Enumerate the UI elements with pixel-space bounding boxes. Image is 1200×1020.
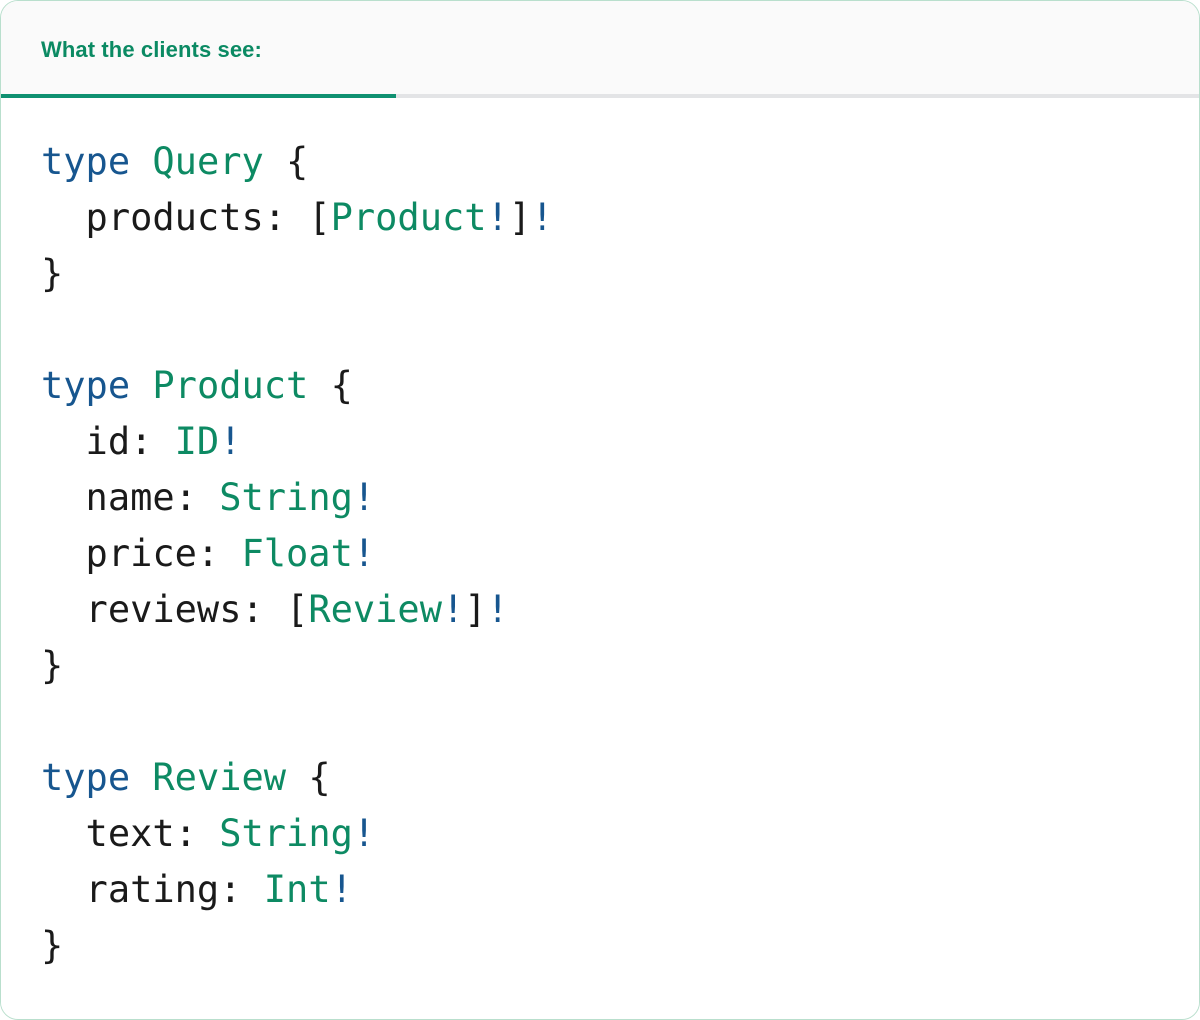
code-token: ! [486,196,509,239]
code-token: id: [41,420,175,463]
code-token: products: [ [41,196,331,239]
code-token: type [41,756,131,799]
code-token: type [41,140,131,183]
code-token: { [308,364,353,407]
code-token: reviews: [ [41,588,309,631]
code-token: ! [486,588,509,631]
code-token: ! [352,812,376,855]
code-token: Product [152,364,309,407]
code-token [130,140,152,183]
code-token: Product [330,196,487,239]
code-token: ] [464,588,487,631]
tab-strip: What the clients see: [1,1,1199,98]
code-token: { [286,756,331,799]
code-token: ] [508,196,532,239]
graphql-schema-code: type Query { products: [Product!]! } typ… [41,134,1159,974]
code-token [130,756,152,799]
code-token: ! [441,588,465,631]
code-token: { [263,140,309,183]
code-panel: type Query { products: [Product!]! } typ… [1,98,1199,1017]
code-token: ID [174,420,220,463]
tab-what-the-clients-see[interactable]: What the clients see: [1,1,396,98]
code-token: } [41,644,64,687]
code-token: price: [41,532,242,575]
code-token [130,364,152,407]
code-token: name: [41,476,220,519]
code-token: String [219,476,353,519]
code-token: ! [352,476,376,519]
tab-label: What the clients see: [41,36,262,62]
code-token: String [219,812,353,855]
code-token: } [41,252,64,295]
code-token: ! [531,196,554,239]
code-token: rating: [41,868,264,911]
code-token: } [41,924,64,967]
code-token: Float [241,532,353,575]
code-token: type [41,364,131,407]
code-token: text: [41,812,220,855]
code-token: Query [152,140,264,183]
code-token: ! [352,532,376,575]
code-token: ! [219,420,242,463]
code-token: ! [330,868,353,911]
code-token: Review [308,588,442,631]
code-token: Int [263,868,331,911]
code-token: Review [152,756,287,799]
